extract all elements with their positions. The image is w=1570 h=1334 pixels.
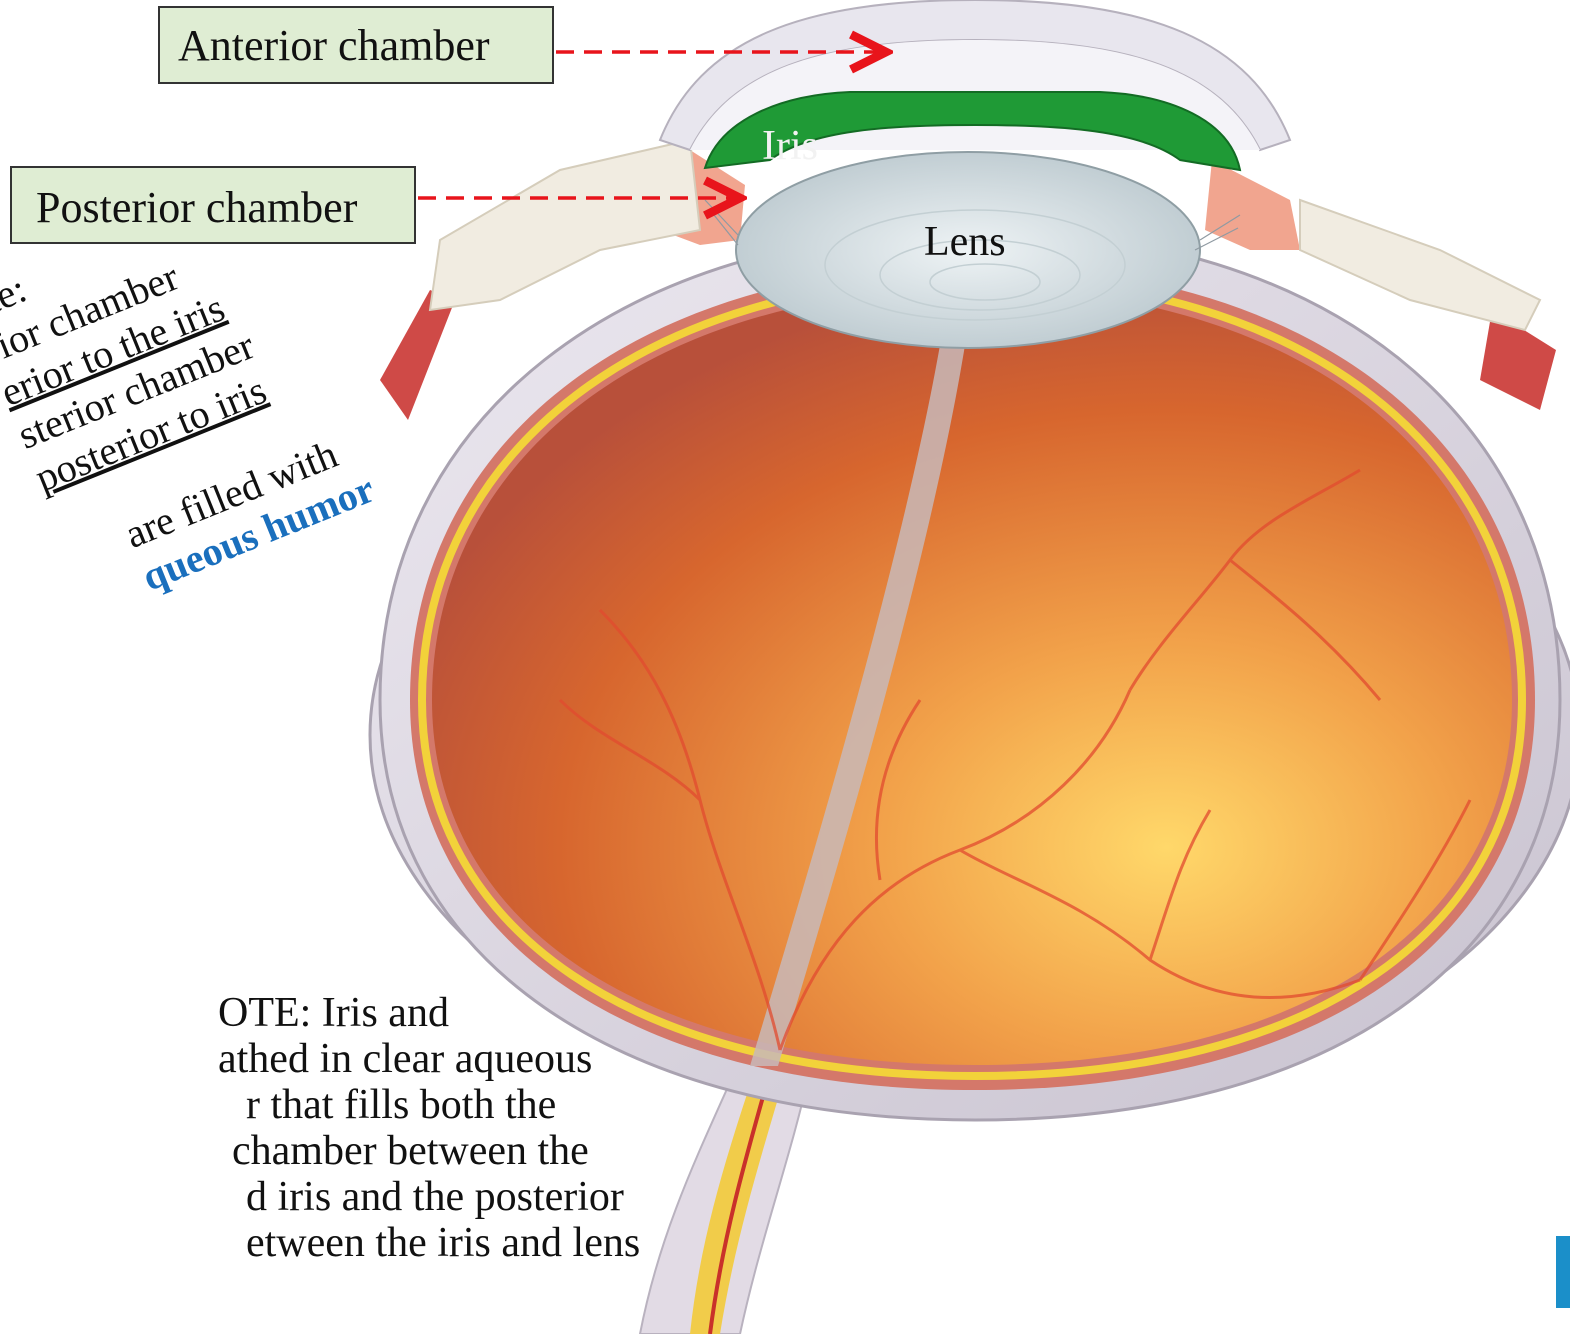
note-line: d iris and the posterior [0, 1174, 640, 1220]
note-line: r that fills both the [0, 1082, 640, 1128]
note-line: OTE: Iris and [0, 990, 640, 1036]
lens-label: Lens [924, 218, 1006, 266]
iris-label: Iris [762, 122, 818, 170]
note-line: chamber between the [0, 1128, 640, 1174]
anterior-chamber-label: Anterior chamber [158, 6, 554, 84]
note-line: athed in clear aqueous [0, 1036, 640, 1082]
bottom-note: OTE: Iris and athed in clear aqueous r t… [0, 990, 640, 1266]
corner-tab [1556, 1236, 1570, 1308]
eyelid-tissue-right [1300, 200, 1540, 330]
copyright-mark [1300, 1306, 1540, 1334]
eyelid-tissue-left [430, 140, 700, 310]
vitreous-body [432, 288, 1512, 1065]
muscle-left [380, 290, 455, 420]
ciliary-body-right [1205, 160, 1300, 250]
note-line: etween the iris and lens [0, 1220, 640, 1266]
